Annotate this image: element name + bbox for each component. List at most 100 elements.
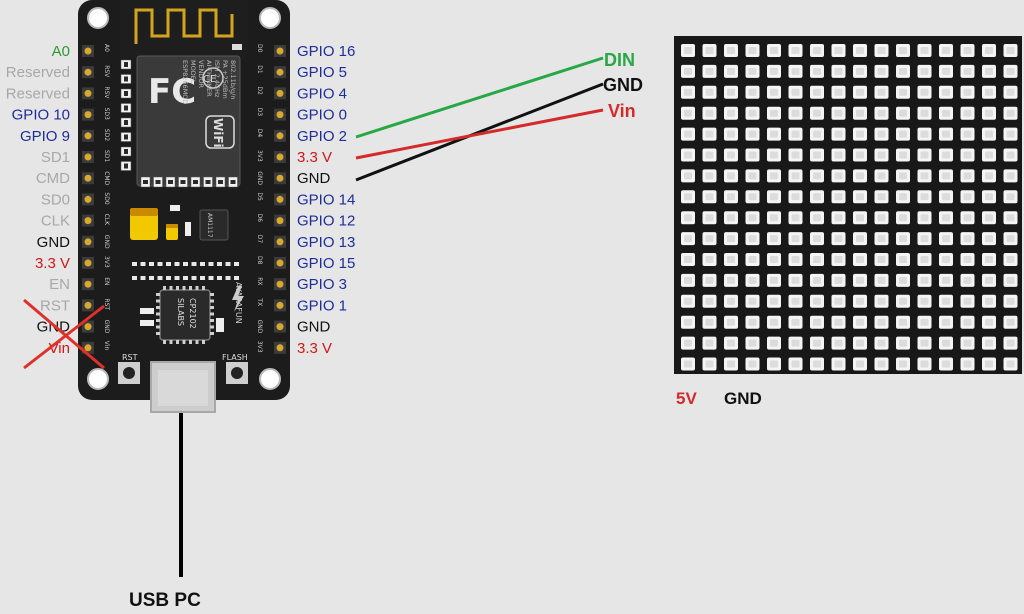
led-pixel-inner	[942, 109, 950, 117]
led-pixel-inner	[813, 109, 821, 117]
smd-resistor	[216, 318, 224, 332]
module-pad-hole	[230, 180, 236, 184]
chip-pin	[182, 286, 186, 290]
left-pin-label: SD0	[41, 191, 70, 208]
led-pixel-inner	[834, 318, 843, 326]
led-pixel-inner	[856, 67, 864, 75]
led-pixel-inner	[748, 193, 757, 201]
header-pin	[276, 344, 284, 352]
led-pixel-inner	[748, 130, 757, 138]
module-pad-hole	[205, 180, 211, 184]
pcb-antenna-trace	[134, 8, 234, 44]
led-pixel-inner	[705, 88, 714, 96]
led-pixel-inner	[963, 360, 972, 368]
header-pin	[276, 195, 284, 203]
led-pixel-inner	[920, 360, 929, 368]
led-pixel-inner	[813, 214, 821, 222]
right-pin-label: GPIO 1	[297, 297, 347, 314]
chip-pin	[169, 286, 173, 290]
led-pixel-inner	[1006, 67, 1015, 75]
led-pixel-inner	[985, 88, 993, 96]
led-pixel-inner	[684, 235, 692, 243]
header-pin	[84, 174, 92, 182]
led-pixel-inner	[920, 276, 929, 284]
led-pixel-inner	[877, 235, 886, 243]
left-pin-label: GND	[37, 234, 71, 251]
module-text-line: ESP8266MOD	[181, 60, 189, 104]
led-pixel-inner	[1006, 235, 1015, 243]
left-pin-label: A0	[52, 43, 70, 60]
chip-pin	[156, 332, 160, 335]
led-pixel-inner	[963, 235, 972, 243]
left-pin-label: GPIO 9	[20, 128, 70, 145]
led-pixel-inner	[770, 109, 778, 117]
led-pixel-inner	[834, 172, 843, 180]
pin-silk-label: 3V3	[256, 150, 263, 162]
pin-silk-label: D8	[256, 256, 263, 265]
smd-resistor	[140, 320, 154, 326]
led-pixel-inner	[813, 318, 821, 326]
vin-wire-label: Vin	[608, 101, 636, 121]
right-pin-label: GPIO 0	[297, 107, 347, 124]
mount-hole	[87, 368, 109, 390]
smd-component	[174, 262, 180, 266]
led-pixel-inner	[748, 235, 757, 243]
module-text-line: AI-THINKER	[205, 60, 213, 97]
led-pixel-inner	[963, 339, 972, 347]
chip-pin	[156, 293, 160, 296]
led-pixel-inner	[877, 276, 886, 284]
chip-pin	[156, 319, 160, 322]
header-pin	[84, 47, 92, 55]
led-pixel-inner	[899, 297, 907, 305]
mount-hole	[259, 368, 281, 390]
led-pixel-inner	[727, 276, 735, 284]
header-pin	[84, 68, 92, 76]
pin-silk-label: D3	[256, 108, 263, 117]
led-pixel-inner	[920, 67, 929, 75]
left-pin-label: Reserved	[6, 85, 70, 102]
pin-silk-label: SD2	[103, 129, 110, 141]
led-pixel-inner	[727, 193, 735, 201]
pin-silk-label: CMD	[103, 171, 110, 185]
led-pixel-inner	[684, 339, 692, 347]
flash-button-cap	[231, 367, 243, 379]
led-pixel-inner	[727, 339, 735, 347]
ce-mark-text: CE	[203, 74, 216, 85]
led-pixel-inner	[834, 339, 843, 347]
led-pixel-inner	[942, 47, 950, 54]
led-pixel-inner	[985, 67, 993, 75]
pin-silk-label: EN	[103, 277, 110, 285]
led-pixel-inner	[770, 276, 778, 284]
led-pixel-inner	[877, 318, 886, 326]
led-pixel-inner	[705, 193, 714, 201]
led-pixel-inner	[920, 151, 929, 159]
led-pixel-inner	[813, 47, 821, 54]
led-pixel-inner	[748, 109, 757, 117]
smd-component	[166, 276, 171, 280]
right-pin-label: GND	[297, 319, 331, 336]
led-pixel-inner	[899, 318, 907, 326]
smd-component	[191, 276, 197, 280]
led-pixel-inner	[748, 360, 757, 368]
led-pixel-inner	[791, 214, 800, 222]
led-pixel-inner	[963, 214, 972, 222]
led-pixel-inner	[834, 276, 843, 284]
led-pixel-inner	[877, 172, 886, 180]
led-pixel-inner	[920, 193, 929, 201]
led-pixel-inner	[684, 88, 692, 96]
led-pixel-inner	[856, 360, 864, 368]
left-pin-label: Reserved	[6, 64, 70, 81]
led-pixel-inner	[942, 193, 950, 201]
smd-component	[183, 262, 188, 266]
led-pixel-inner	[985, 276, 993, 284]
led-pixel-inner	[791, 193, 800, 201]
regulator-chip	[199, 209, 229, 241]
led-pixel-inner	[770, 235, 778, 243]
pin-silk-label: D0	[256, 44, 263, 53]
led-pixel-inner	[770, 360, 778, 368]
led-pixel-inner	[813, 297, 821, 305]
module-text-line: ISM 2.4GHz	[213, 60, 221, 98]
led-pixel-inner	[705, 360, 714, 368]
module-pad-hole	[155, 180, 161, 184]
led-pixel-inner	[1006, 47, 1015, 54]
